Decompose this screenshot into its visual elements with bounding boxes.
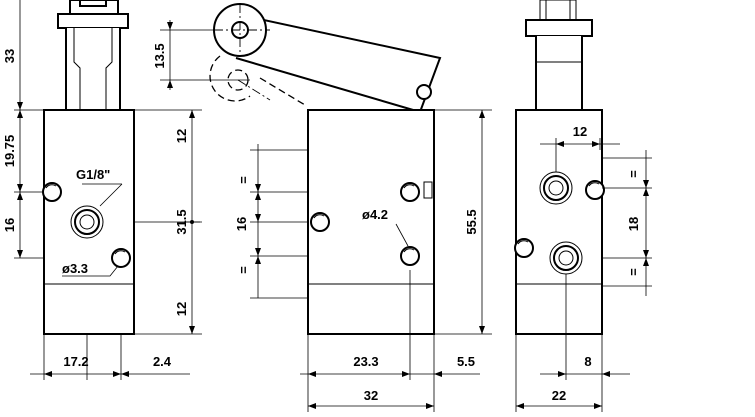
- side-port-height-dim: 16: [2, 218, 17, 232]
- mount-hole-label: ø3.3: [62, 261, 88, 276]
- lever-alt-position: [209, 55, 306, 106]
- front-width-dim: 32: [364, 388, 378, 403]
- right-body: [515, 109, 603, 335]
- roller-height-dim: 33: [2, 49, 17, 63]
- left-width-dim: 17.2: [63, 354, 88, 369]
- front-hole-label: ø4.2: [362, 207, 388, 222]
- left-side-view: G1/8" ø3.3 33 19.75 16 12 31.5 12 17.2 2…: [2, 0, 202, 380]
- left-offset-dim: 2.4: [153, 354, 172, 369]
- right-roller-fork: [525, 0, 593, 111]
- left-main-port: [70, 205, 104, 239]
- right-offset-dim: 8: [584, 354, 591, 369]
- lever: [213, 3, 442, 114]
- front-port-upper: [400, 182, 420, 202]
- front-port-pitch-dim: 16: [234, 217, 249, 231]
- equal-mark-front-upper: =: [236, 176, 251, 184]
- front-port-lower: [400, 246, 420, 266]
- section-top-dim: 12: [174, 129, 189, 143]
- right-port-lower: [549, 241, 583, 275]
- right-pilot-hole: [585, 180, 605, 200]
- upper-offset-dim: 19.75: [2, 135, 17, 168]
- equal-mark-front-lower: =: [236, 266, 251, 274]
- front-view: ø4.2 13.5 = 16 = 23.3 5.5 32: [152, 3, 492, 412]
- left-roller-fork: [57, 0, 129, 111]
- right-port-upper: [539, 171, 573, 205]
- right-side-view: 12 = 18 = 8 22: [514, 0, 652, 412]
- right-mount-hole: [514, 238, 534, 258]
- equal-mark-right-lower: =: [626, 268, 641, 276]
- front-width-part-dim: 23.3: [353, 354, 378, 369]
- front-port-mid: [310, 212, 330, 232]
- section-bottom-dim: 12: [174, 302, 189, 316]
- left-pilot-hole: [42, 182, 62, 202]
- right-top-dim: 12: [573, 124, 587, 139]
- right-width-dim: 22: [552, 388, 566, 403]
- thread-label: G1/8": [76, 167, 110, 182]
- total-height-dim: 55.5: [464, 209, 479, 234]
- left-mount-hole: [111, 248, 131, 268]
- right-pitch-dim: 18: [626, 217, 641, 231]
- equal-mark-right-upper: =: [626, 170, 641, 178]
- front-offset-dim: 5.5: [457, 354, 475, 369]
- lever-pivot-dim: 13.5: [152, 43, 167, 68]
- port-pitch-dim: 31.5: [174, 209, 189, 234]
